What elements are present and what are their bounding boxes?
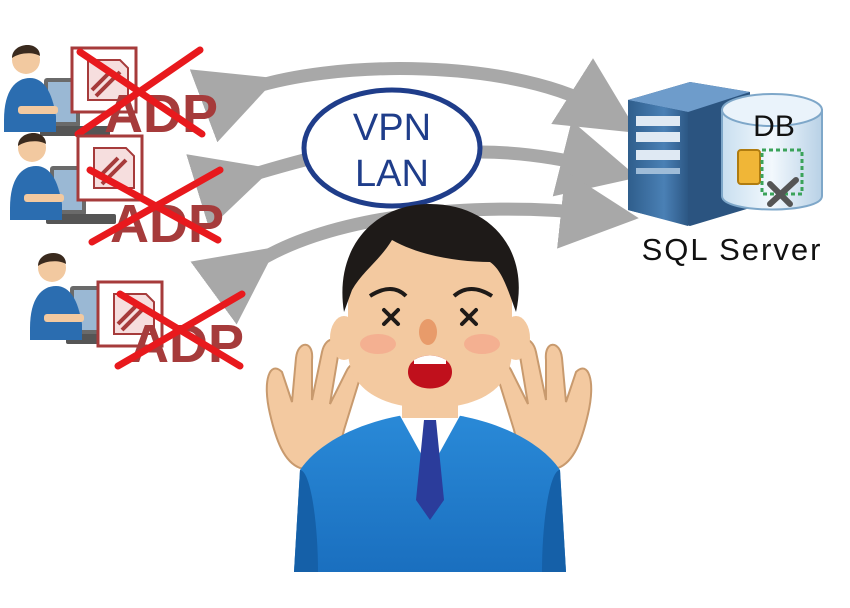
server-caption: SQL Server	[642, 232, 823, 267]
cross-out-icon	[74, 46, 206, 138]
dizzy-eyes-icon	[382, 308, 478, 326]
suit	[294, 412, 566, 572]
user-at-computer-icon	[10, 132, 116, 224]
user-at-computer-icon	[4, 44, 110, 136]
network-label-lan: LAN	[355, 153, 429, 195]
client-workstation-2: ADP	[10, 132, 224, 254]
client-workstation-1: ADP	[4, 44, 218, 144]
client-workstation-3: ADP	[30, 252, 246, 374]
arrow-client1-server	[189, 58, 638, 143]
panicked-man-illustration	[265, 204, 593, 572]
server-tower-icon	[628, 82, 750, 226]
sql-server: DB SQL Server	[628, 82, 823, 267]
network-bubble: VPN LAN	[301, 87, 483, 209]
network-label-vpn: VPN	[353, 107, 431, 149]
cross-out-icon	[86, 166, 224, 246]
cross-out-icon	[114, 290, 246, 370]
database-cylinder-icon	[721, 93, 823, 211]
db-label: DB	[753, 110, 795, 143]
head	[330, 204, 530, 408]
